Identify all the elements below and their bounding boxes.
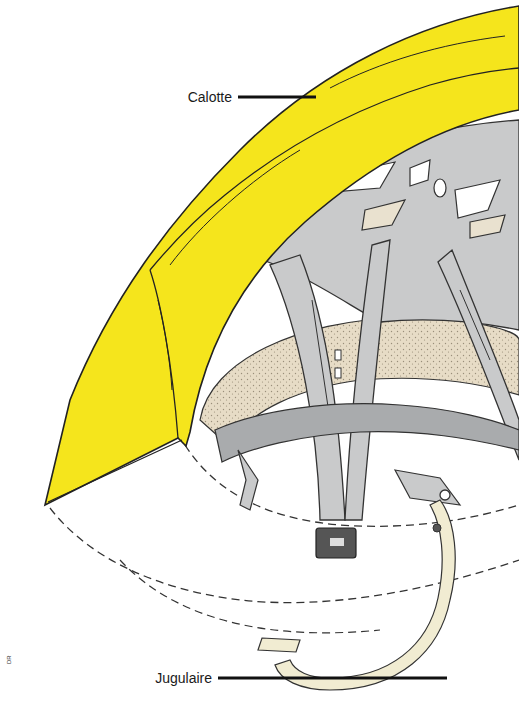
part-label: Jugulaire [154,671,213,685]
part-label: Calotte [187,90,233,104]
credit-note: DR [6,655,12,664]
